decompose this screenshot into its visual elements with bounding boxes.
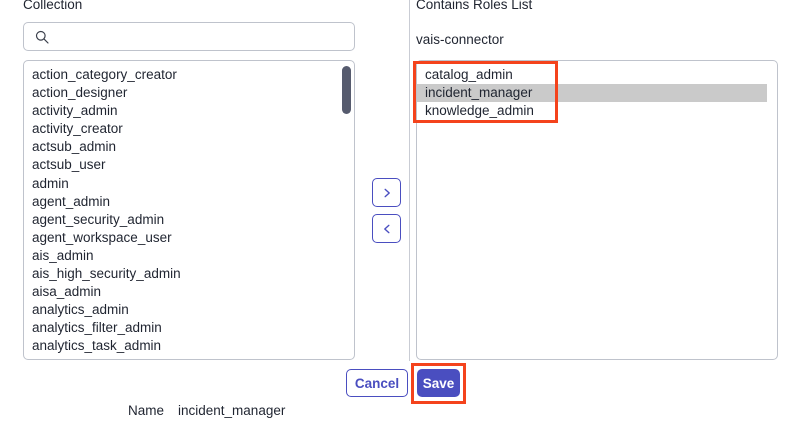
chevron-right-icon: [381, 187, 393, 199]
contains-roles-list-item[interactable]: catalog_admin: [425, 67, 513, 82]
collection-list-item[interactable]: ais_admin: [32, 247, 94, 263]
collection-label: Collection: [23, 0, 83, 12]
remove-role-button[interactable]: [372, 214, 401, 243]
search-input[interactable]: [55, 29, 346, 44]
collection-list-item[interactable]: actsub_user: [32, 157, 106, 173]
collection-list-item[interactable]: admin: [32, 175, 69, 191]
collection-list-item[interactable]: agent_admin: [32, 193, 111, 209]
collection-list-item[interactable]: analytics_filter_admin: [32, 320, 162, 336]
role-name-subtitle: vais-connector: [416, 32, 504, 47]
search-icon: [35, 30, 49, 44]
collection-list-item[interactable]: agent_security_admin: [32, 211, 165, 227]
contains-roles-list-item[interactable]: knowledge_admin: [425, 103, 534, 119]
search-input-wrapper[interactable]: [23, 22, 355, 51]
collection-list-item[interactable]: agent_workspace_user: [32, 229, 172, 245]
collection-list-item[interactable]: analytics_admin: [32, 302, 129, 318]
collection-list-item[interactable]: analytics_task_admin: [32, 338, 162, 354]
collection-list-item[interactable]: action_designer: [32, 85, 128, 101]
chevron-left-icon: [381, 223, 393, 235]
save-button[interactable]: Save: [417, 369, 460, 397]
column-divider: [409, 0, 410, 361]
name-row: Name incident_manager: [128, 403, 285, 418]
name-value: incident_manager: [178, 403, 286, 418]
collection-scrollbar-thumb[interactable]: [342, 66, 351, 114]
add-role-button[interactable]: [372, 178, 401, 207]
collection-list-item[interactable]: ais_high_security_admin: [32, 266, 181, 282]
cancel-button[interactable]: Cancel: [346, 369, 408, 397]
collection-list-item[interactable]: aisa_admin: [32, 284, 102, 300]
collection-list-item[interactable]: activity_creator: [32, 121, 123, 137]
name-label: Name: [128, 403, 165, 418]
collection-list-item[interactable]: actsub_admin: [32, 139, 117, 155]
contains-roles-list-item[interactable]: incident_manager: [417, 84, 767, 103]
contains-roles-list-label: Contains Roles List: [416, 0, 533, 12]
collection-list-item[interactable]: action_category_creator: [32, 67, 177, 82]
collection-list-item[interactable]: activity_admin: [32, 103, 118, 119]
